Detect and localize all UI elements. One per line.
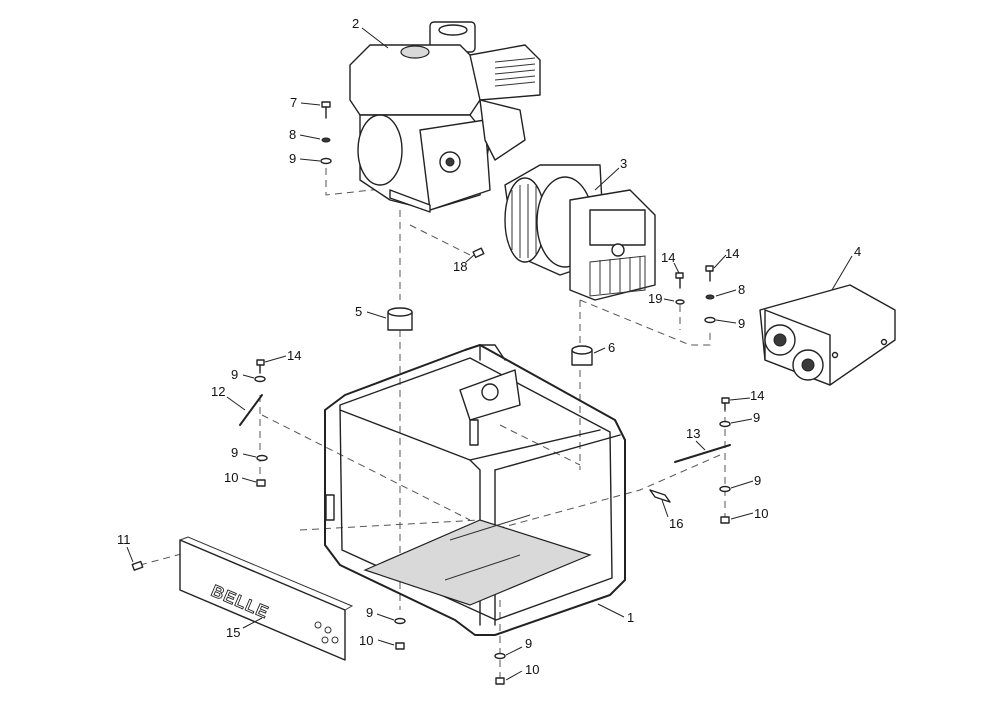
panel-part: BELLE bbox=[179, 536, 354, 661]
callout-3: 3 bbox=[620, 156, 627, 171]
callout-9: 9 bbox=[754, 473, 761, 488]
callout-14: 14 bbox=[725, 246, 739, 261]
callout-7: 7 bbox=[290, 95, 297, 110]
callout-18: 18 bbox=[453, 259, 467, 274]
callout-1: 1 bbox=[627, 610, 634, 625]
callout-9: 9 bbox=[738, 316, 745, 331]
callout-9: 9 bbox=[231, 445, 238, 460]
callout-10: 10 bbox=[525, 662, 539, 677]
socket-box-part bbox=[759, 284, 896, 386]
fasteners bbox=[131, 101, 731, 685]
callout-13: 13 bbox=[686, 426, 700, 441]
callout-labels: 2 3 4 5 6 7 8 9 18 19 14 14 8 9 14 9 12 … bbox=[117, 16, 861, 677]
frame-part bbox=[324, 344, 626, 636]
callout-9: 9 bbox=[366, 605, 373, 620]
strap-parts bbox=[239, 394, 731, 503]
callout-8: 8 bbox=[738, 282, 745, 297]
alternator-part bbox=[504, 164, 656, 301]
callout-14: 14 bbox=[287, 348, 301, 363]
callout-2: 2 bbox=[352, 16, 359, 31]
callout-5: 5 bbox=[355, 304, 362, 319]
callout-10: 10 bbox=[754, 506, 768, 521]
callout-9: 9 bbox=[753, 410, 760, 425]
callout-14: 14 bbox=[661, 250, 675, 265]
callout-16: 16 bbox=[669, 516, 683, 531]
callout-11: 11 bbox=[117, 532, 131, 547]
callout-9: 9 bbox=[289, 151, 296, 166]
leader-lines bbox=[126, 27, 853, 681]
callout-10: 10 bbox=[359, 633, 373, 648]
callout-6: 6 bbox=[608, 340, 615, 355]
callout-19: 19 bbox=[648, 291, 662, 306]
callout-14: 14 bbox=[750, 388, 764, 403]
engine-part bbox=[349, 21, 541, 213]
callout-15: 15 bbox=[226, 625, 240, 640]
callout-10: 10 bbox=[224, 470, 238, 485]
mount-parts bbox=[387, 307, 593, 366]
callout-9: 9 bbox=[525, 636, 532, 651]
callout-9: 9 bbox=[231, 367, 238, 382]
callout-4: 4 bbox=[854, 244, 861, 259]
callout-8: 8 bbox=[289, 127, 296, 142]
callout-12: 12 bbox=[211, 384, 225, 399]
